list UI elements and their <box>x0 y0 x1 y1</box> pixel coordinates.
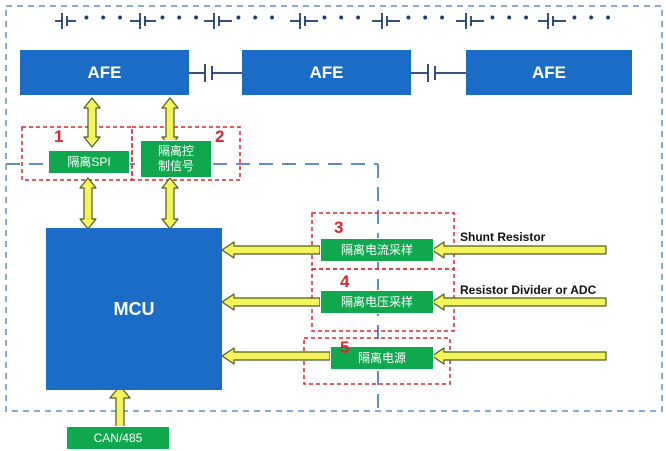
ellipsis: • • • <box>236 9 279 25</box>
zone-number-5: 5 <box>340 338 350 357</box>
zone-number-2: 2 <box>215 127 225 146</box>
zone-5 <box>303 337 451 385</box>
arrow-shunt-current <box>431 241 607 259</box>
isolated-power-box: 隔离电源 <box>330 346 434 370</box>
zone-2 <box>131 126 241 181</box>
ellipsis: • • • <box>406 9 449 25</box>
ellipsis: • • • <box>490 9 533 25</box>
battery-cells-top <box>55 13 566 29</box>
isolated-voltage-box: 隔离电压采样 <box>320 290 434 314</box>
arrow-control-mcu <box>161 177 179 230</box>
zone-4 <box>311 268 455 332</box>
zone-number-3: 3 <box>334 218 344 237</box>
zone-number-1: 1 <box>54 127 64 146</box>
isolated-spi-box: 隔离SPI <box>48 150 130 174</box>
ellipsis: • • • <box>84 9 127 25</box>
afe-daisy-chain <box>189 64 466 82</box>
arrow-current-mcu <box>221 241 321 259</box>
isolated-control-box: 隔离控 制信号 <box>140 140 212 178</box>
isolated-current-box: 隔离电流采样 <box>320 238 434 262</box>
shunt-resistor-label: Shunt Resistor <box>460 230 546 244</box>
isolation-zones <box>21 126 455 385</box>
afe-block-middle: AFE <box>242 50 411 95</box>
arrow-spi-mcu <box>79 177 97 230</box>
signal-arrows <box>79 97 607 433</box>
arrow-voltage-mcu <box>221 293 321 311</box>
system-boundary <box>5 5 663 412</box>
arrow-afe-spi <box>83 97 101 148</box>
resistor-divider-label: Resistor Divider or ADC <box>460 283 597 297</box>
afe-block-left: AFE <box>20 50 189 95</box>
arrow-divider-voltage <box>431 293 607 311</box>
ellipsis: • • • <box>322 9 365 25</box>
zone-number-4: 4 <box>340 272 350 291</box>
arrow-input-power <box>431 347 607 365</box>
arrow-power-mcu <box>221 347 331 365</box>
can-485-box: CAN/485 <box>66 426 170 450</box>
ellipsis: • • • <box>572 9 615 25</box>
afe-block-right: AFE <box>466 50 632 95</box>
mcu-block: MCU <box>46 228 222 390</box>
ellipsis: • • • <box>160 9 203 25</box>
